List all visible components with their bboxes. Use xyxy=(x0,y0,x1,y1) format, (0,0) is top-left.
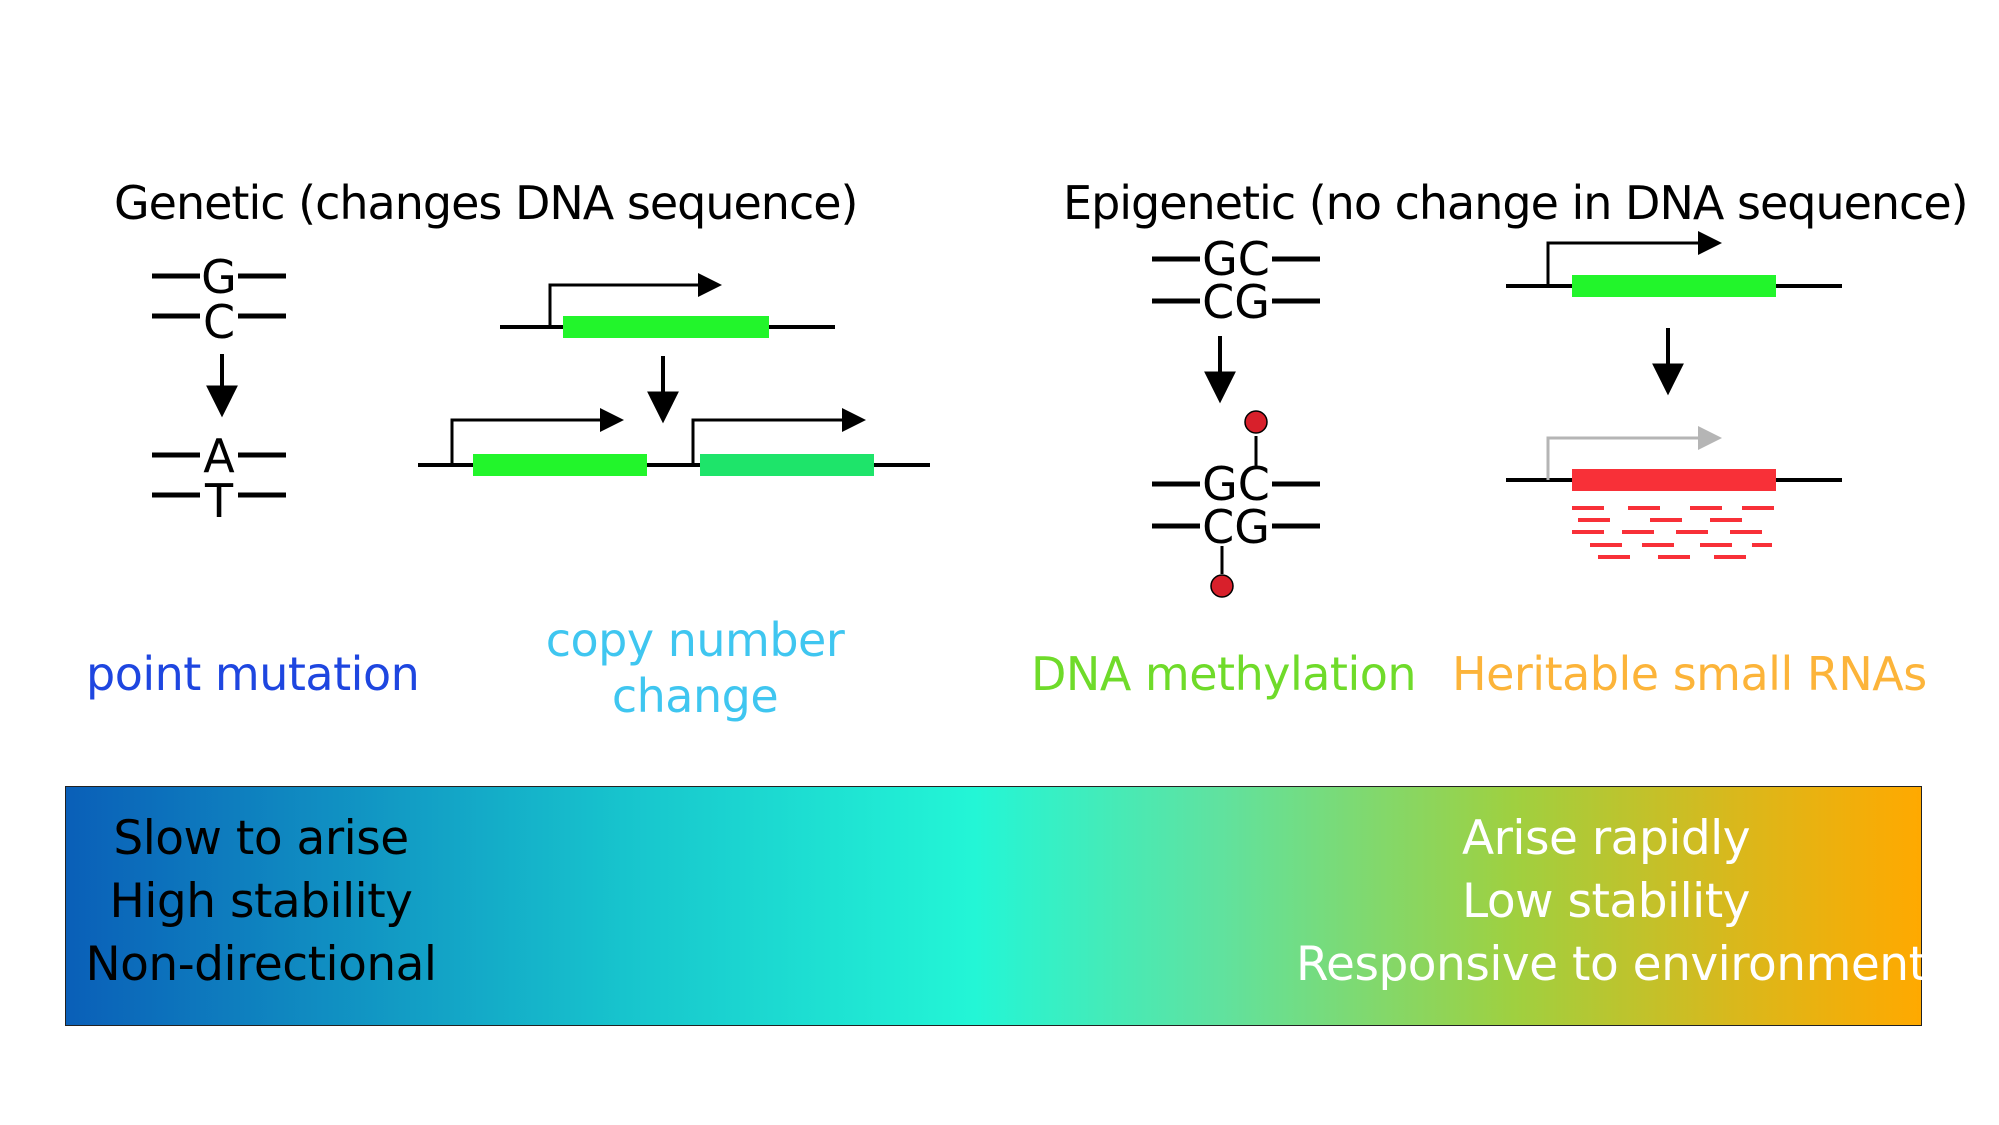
gene-copy-1 xyxy=(473,454,647,476)
base-pair-after: A T xyxy=(152,429,286,528)
genetic-traits: Slow to arise High stability Non-directi… xyxy=(66,807,456,996)
point-mutation-diagram: G C A T xyxy=(152,250,286,528)
trait-arise-rapidly: Arise rapidly xyxy=(1461,811,1751,866)
point-mutation-label: point mutation xyxy=(86,647,420,701)
base-a: A xyxy=(203,429,235,483)
promoter-arrow-2 xyxy=(691,408,866,465)
inactive-promoter-arrow xyxy=(1546,426,1722,480)
genetic-heading: Genetic (changes DNA sequence) xyxy=(114,176,858,230)
methyl-group-top xyxy=(1244,410,1268,434)
active-promoter-arrow xyxy=(1546,231,1722,286)
single-gene xyxy=(500,273,835,338)
base-g: G xyxy=(201,250,237,304)
duplicated-genes xyxy=(418,408,930,476)
trait-responsive-to-environment: Responsive to environment xyxy=(1296,937,1927,992)
trait-low-stability: Low stability xyxy=(1462,874,1750,929)
methylated-strand-gc: GC xyxy=(1202,457,1270,511)
promoter-arrow-1 xyxy=(450,408,624,465)
small-rna-diagram xyxy=(1506,231,1842,559)
dna-methylation-label: DNA methylation xyxy=(1031,647,1417,701)
copy-number-label-line2: change xyxy=(611,669,779,724)
base-t: T xyxy=(204,474,234,528)
active-gene xyxy=(1506,231,1842,297)
trait-slow-to-arise: Slow to arise xyxy=(113,811,409,866)
silenced-gene xyxy=(1506,426,1842,491)
gene-copy-2 xyxy=(700,454,874,476)
base-pair-before: G C xyxy=(152,250,286,349)
small-rna-fragments xyxy=(1572,506,1774,559)
base-c: C xyxy=(203,295,235,349)
trait-high-stability: High stability xyxy=(109,874,413,929)
strand-cg: CG xyxy=(1202,275,1270,329)
small-rnas-label: Heritable small RNAs xyxy=(1452,647,1927,701)
stability-spectrum-bar: Slow to arise High stability Non-directi… xyxy=(65,786,1927,1026)
methyl-group-bottom xyxy=(1210,574,1234,598)
silenced-gene-block xyxy=(1572,469,1776,491)
strand-gc: GC xyxy=(1202,232,1270,286)
unmethylated-pair: GC CG xyxy=(1152,232,1320,329)
copy-number-label-line1: copy number xyxy=(545,613,845,667)
active-gene-block xyxy=(1572,275,1776,297)
promoter-arrow xyxy=(548,273,722,327)
trait-non-directional: Non-directional xyxy=(85,937,438,992)
epigenetic-heading: Epigenetic (no change in DNA sequence) xyxy=(1063,176,1969,230)
copy-number-diagram xyxy=(418,273,930,476)
methylation-diagram: GC CG GC CG xyxy=(1152,232,1320,598)
copy-number-label: copy number change xyxy=(505,612,885,724)
epigenetic-traits: Arise rapidly Low stability Responsive t… xyxy=(1296,807,1927,996)
gene-block xyxy=(563,316,769,338)
methylated-pair: GC CG xyxy=(1152,410,1320,598)
methylated-strand-cg: CG xyxy=(1202,500,1270,554)
